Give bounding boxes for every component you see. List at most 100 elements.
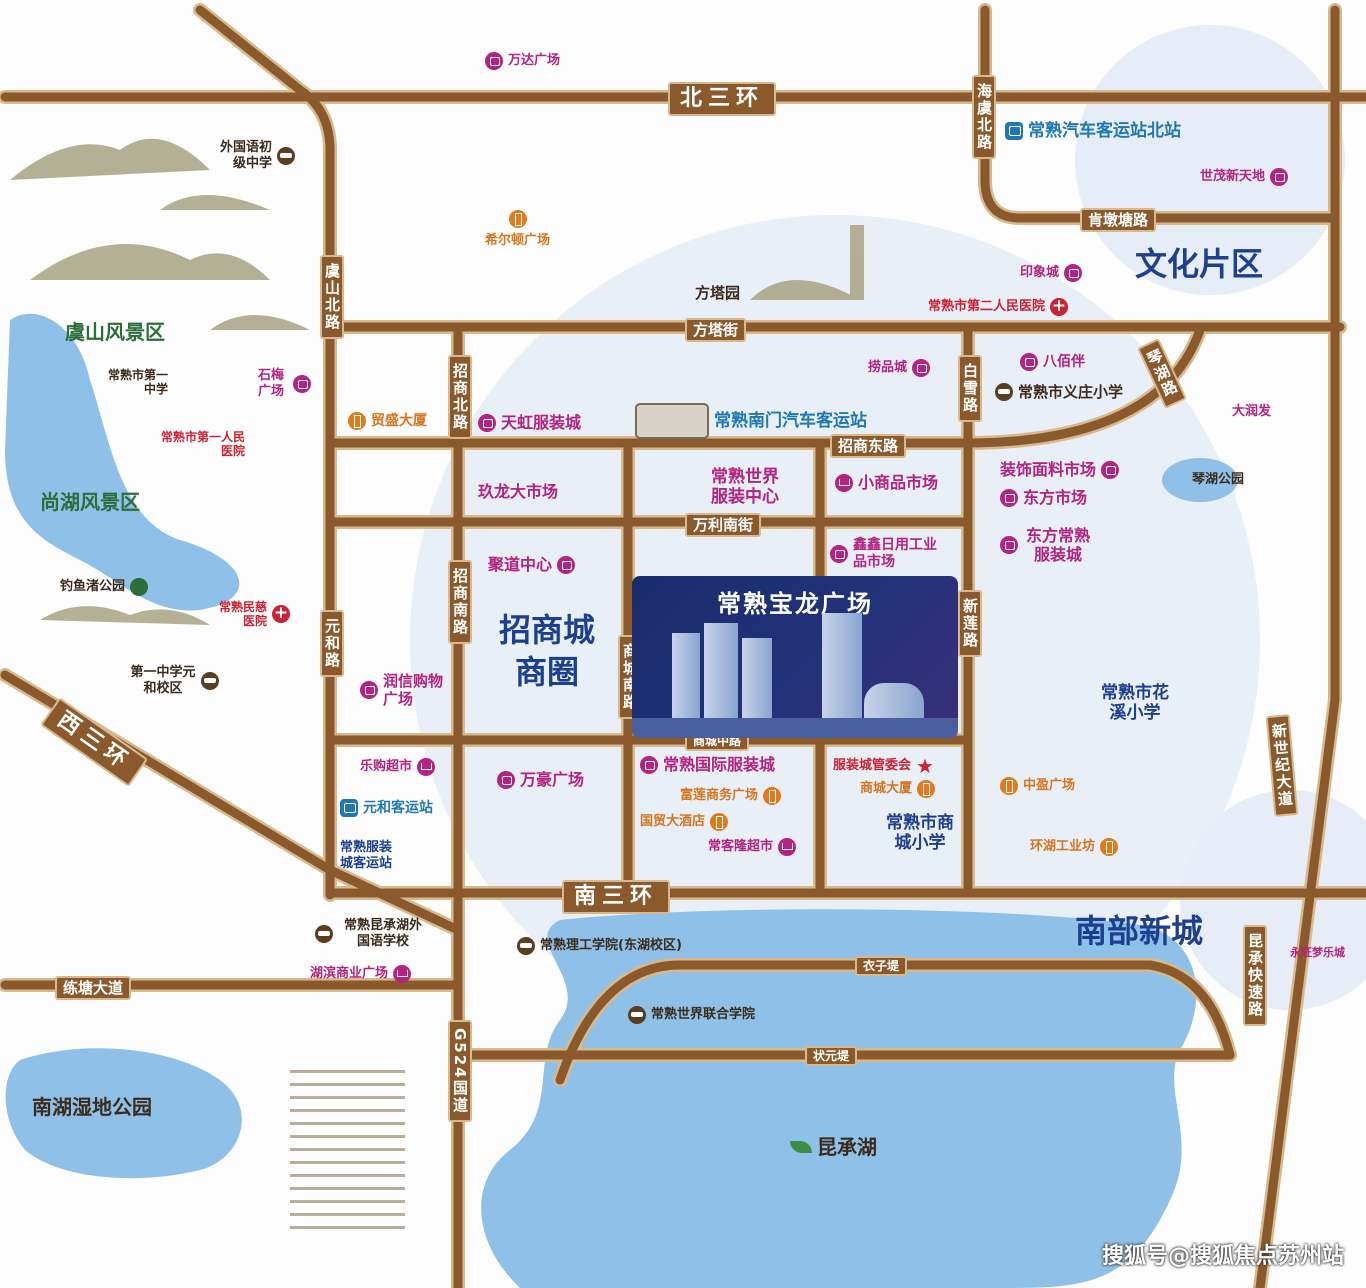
building-icon	[763, 787, 782, 805]
hospital-icon	[1050, 296, 1069, 316]
poi-laopin[interactable]: 捞品城	[868, 359, 931, 377]
poi-tianhong[interactable]: 天虹服装城	[478, 413, 581, 432]
road-label-kuncheng-express: 昆承快速路	[1243, 925, 1267, 1026]
poi-intl-garment[interactable]: 常熟国际服装城	[640, 755, 775, 774]
poi-yizhuang[interactable]: 常熟市义庄小学	[995, 383, 1123, 401]
road-yushan-north	[195, 5, 335, 900]
poi-xinxin[interactable]: 鑫鑫日用工业品市场	[830, 537, 943, 571]
poi-jiulong[interactable]: 玖龙大市场	[478, 482, 559, 501]
bus-icon	[340, 799, 358, 817]
poi-world-garment[interactable]: 常熟世界服装中心	[711, 467, 779, 508]
scenic-fangta-park: 方塔园	[695, 284, 741, 302]
building-icon	[1100, 838, 1119, 856]
poi-shangcheng-tower[interactable]: 商城大厦	[860, 780, 936, 798]
road-label-yushan-north: 虞山北路	[320, 255, 344, 339]
poi-wanhao[interactable]: 万豪广场	[497, 770, 584, 789]
poi-runxin[interactable]: 润信购物广场	[360, 672, 445, 708]
poi-yinxiang[interactable]: 印象城	[1020, 264, 1083, 282]
reflection	[632, 718, 958, 738]
poi-hilton[interactable]: 希尔顿广场	[485, 210, 550, 249]
poi-decor[interactable]: 装饰面料市场	[1000, 460, 1120, 479]
poi-judao[interactable]: 聚道中心	[488, 555, 576, 574]
leaf-icon	[790, 1141, 812, 1153]
poi-kuncheng-school[interactable]: 常熟昆承湖外国语学校	[315, 918, 428, 949]
poi-lego[interactable]: 乐购超市	[360, 758, 436, 776]
poi-maosheng[interactable]: 贸盛大厦	[348, 412, 427, 430]
poi-dongfang-market[interactable]: 东方市场	[1000, 488, 1087, 507]
cart-icon	[778, 838, 797, 856]
poi-garment-bus[interactable]: 常熟服装城客运站	[340, 840, 393, 871]
building-icon	[1000, 777, 1018, 795]
poi-no1-middle[interactable]: 常熟市第一中学	[108, 368, 169, 397]
poi-no1-yuanhe[interactable]: 第一中学元和校区	[130, 665, 219, 696]
shopping-bag-icon	[485, 52, 503, 70]
shopping-bag-icon	[830, 544, 848, 563]
road-xinshiji	[1255, 5, 1340, 1288]
poi-babaiban[interactable]: 八佰伴	[1020, 353, 1085, 371]
poi-shimei[interactable]: 石梅广场	[258, 368, 311, 399]
poi-aeon[interactable]: 永旺梦乐城	[1290, 946, 1345, 959]
poi-minci[interactable]: 常熟民慈医院	[215, 600, 290, 629]
poi-bus-north[interactable]: 常熟汽车客运站北站	[1005, 121, 1181, 141]
lake-shanghu	[5, 313, 240, 611]
tower-illustration	[822, 613, 862, 718]
cart-icon	[393, 965, 412, 983]
poi-fulian[interactable]: 富莲商务广场	[680, 787, 782, 805]
scenic-diaoyuzhu: 钓鱼渚公园	[60, 579, 126, 595]
poi-guomao[interactable]: 国贸大酒店	[640, 813, 729, 831]
poi-darunfa[interactable]: 大润发	[1232, 404, 1272, 419]
district-south-new: 南部新城	[1075, 912, 1204, 950]
disclaimer-notes	[290, 1060, 405, 1239]
shopping-bag-icon	[1064, 264, 1083, 282]
poi-changkelong[interactable]: 常客隆超市	[708, 838, 797, 856]
school-icon	[315, 924, 333, 943]
bus-icon	[1005, 122, 1023, 141]
poi-waiguoyu[interactable]: 外国语初级中学	[210, 140, 300, 171]
poi-hospital2[interactable]: 常熟市第二人民医院	[928, 296, 1069, 316]
poi-huanhu[interactable]: 环湖工业坊	[1030, 838, 1119, 856]
road-label-g524: G524国道	[448, 1020, 472, 1122]
building-icon	[917, 780, 936, 798]
tree-icon	[130, 578, 149, 596]
poi-zhongying[interactable]: 中盈广场	[1000, 777, 1075, 795]
building-icon	[508, 210, 527, 228]
poi-hospital1[interactable]: 常熟市第一人民医院	[160, 430, 245, 459]
poi-nanmen-bus[interactable]: 常熟南门汽车客运站	[635, 403, 867, 439]
school-icon	[277, 146, 295, 165]
road-label-zhaoshang-south: 招商南路	[448, 560, 472, 644]
school-icon	[201, 671, 219, 690]
shopping-bag-icon	[912, 359, 931, 377]
building-icon	[710, 813, 729, 831]
poi-wanda[interactable]: 万达广场	[485, 52, 560, 70]
poi-cslg[interactable]: 常熟理工学院(东湖校区)	[517, 937, 682, 955]
lake-nanhu	[5, 1048, 242, 1179]
shopping-bag-icon	[478, 413, 496, 432]
road-yizi	[555, 960, 1235, 1085]
poi-uwc[interactable]: 常熟世界联合学院	[628, 1006, 755, 1024]
road-label-fangta: 方塔街	[685, 318, 747, 342]
scenic-qinhu-park: 琴湖公园	[1192, 472, 1245, 487]
road-label-haiyu-north: 海虞北路	[972, 75, 996, 159]
poi-hubin[interactable]: 湖滨商业广场	[310, 965, 412, 983]
poi-shangcheng-school[interactable]: 常熟市商城小学	[886, 813, 954, 854]
tower-illustration	[704, 623, 738, 718]
district-zhaoshang: 招商城商圈	[498, 611, 595, 691]
shopping-bag-icon	[360, 681, 378, 699]
mountains-illustration	[10, 138, 864, 625]
project-card-baolong-plaza[interactable]: 常熟宝龙广场	[632, 576, 958, 738]
road-zhaoshang-east	[325, 325, 1205, 448]
poi-small-goods[interactable]: 小商品市场	[835, 473, 938, 492]
road-label-yizi: 衣子堤	[855, 956, 908, 977]
cart-icon	[417, 758, 436, 776]
tower-illustration	[742, 638, 772, 718]
poi-committee[interactable]: 服装城管委会★	[833, 754, 934, 778]
poi-dongfang-garment[interactable]: 东方常熟服装城	[1000, 526, 1093, 564]
shopping-bag-icon	[1101, 460, 1120, 479]
poi-huaxi[interactable]: 常熟市花溪小学	[1101, 683, 1169, 724]
poi-yuanhe-bus[interactable]: 元和客运站	[340, 799, 433, 817]
shopping-bag-icon	[640, 755, 658, 774]
road-label-baixue: 白雪路	[958, 355, 982, 422]
shopping-bag-icon	[1020, 353, 1038, 371]
poi-shimao[interactable]: 世茂新天地	[1200, 168, 1289, 186]
shopping-bag-icon	[1000, 536, 1018, 555]
